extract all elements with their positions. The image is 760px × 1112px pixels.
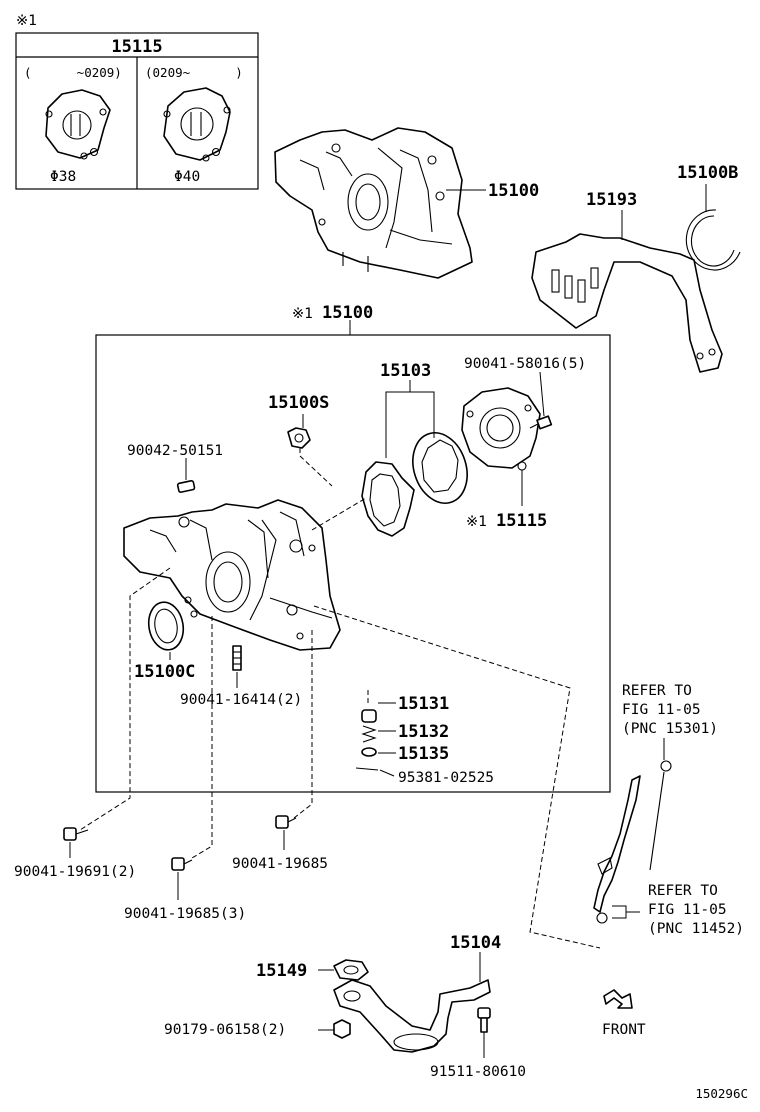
refer-1-line1: REFER TO xyxy=(622,683,692,699)
label-15100S: 15100S xyxy=(268,393,329,413)
pin-95381-02525 xyxy=(355,767,379,771)
assembly-label-15100: 15100 xyxy=(322,303,373,323)
nut-90179-06158 xyxy=(333,1019,351,1039)
label-90041-58016: 90041-58016(5) xyxy=(464,356,586,372)
pin-90042-50151 xyxy=(176,479,196,493)
label-15100C: 15100C xyxy=(134,662,195,682)
pump-cover-plate-small xyxy=(45,89,111,160)
figure-id: 150296C xyxy=(695,1086,748,1101)
oil-seal-15100C xyxy=(147,601,185,651)
label-15103: 15103 xyxy=(380,361,431,381)
pump-cover-15115 xyxy=(461,387,541,471)
refer-note-11452: REFER TO FIG 11-05 (PNC 11452) xyxy=(648,883,744,937)
bolt-90041-19685 xyxy=(275,815,297,829)
refer-2-line3: (PNC 11452) xyxy=(648,921,744,937)
label-15193: 15193 xyxy=(586,190,637,210)
inset-15115-variants: ※1 15115 ( ~0209) (0209~ ) Φ38 xyxy=(15,13,259,190)
relief-valve-15131 xyxy=(361,709,377,723)
bolt-90041-19685-3 xyxy=(171,857,193,871)
assembly-frame xyxy=(95,334,611,793)
dipstick-guide xyxy=(593,775,641,924)
oil-strainer-15104 xyxy=(333,979,491,1053)
dipstick xyxy=(649,760,672,871)
inset-title: 15115 xyxy=(111,37,162,57)
label-90041-16414: 90041-16414(2) xyxy=(180,692,302,708)
gasket-15149 xyxy=(333,959,369,981)
refer-1-line2: FIG 11-05 xyxy=(622,702,701,718)
bolt-90041-19691 xyxy=(63,827,89,841)
pump-cover-plate-large xyxy=(163,87,231,162)
stud-90041-16414 xyxy=(232,645,242,671)
label-90041-19691: 90041-19691(2) xyxy=(14,864,136,880)
front-arrow-icon xyxy=(603,989,633,1009)
retainer-15135 xyxy=(361,747,377,757)
assembly-note-mark: ※1 xyxy=(292,306,313,322)
oil-pump-assembly-top xyxy=(274,127,473,279)
label-90041-19685-3: 90041-19685(3) xyxy=(124,906,246,922)
label-90041-19685: 90041-19685 xyxy=(232,856,328,872)
spring-15132 xyxy=(361,725,377,743)
label-15115-mark: ※1 xyxy=(466,514,487,530)
rotor-set-15103 xyxy=(361,432,468,537)
label-15131: 15131 xyxy=(398,694,449,714)
label-15104: 15104 xyxy=(450,933,501,953)
refer-2-line2: FIG 11-05 xyxy=(648,902,727,918)
inset-right-size: Φ40 xyxy=(174,169,200,185)
label-91511-80610: 91511-80610 xyxy=(430,1064,526,1080)
label-15132: 15132 xyxy=(398,722,449,742)
bolt-91511-80610 xyxy=(477,1007,491,1033)
bolt-90041-58016 xyxy=(529,415,553,430)
label-15100-top: 15100 xyxy=(488,181,539,201)
inset-left-range: ( ~0209) xyxy=(24,65,122,80)
label-15135: 15135 xyxy=(398,744,449,764)
label-95381-02525: 95381-02525 xyxy=(398,770,494,786)
snap-ring-15100B xyxy=(685,209,741,271)
inset-right-range: (0209~ ) xyxy=(145,65,243,80)
label-15100B: 15100B xyxy=(677,163,738,183)
baffle-plate-15193 xyxy=(531,233,723,373)
inset-left-size: Φ38 xyxy=(50,169,76,185)
label-90179-06158: 90179-06158(2) xyxy=(164,1022,286,1038)
plug-15100S xyxy=(287,427,311,449)
label-15115: 15115 xyxy=(496,511,547,531)
label-90042-50151: 90042-50151 xyxy=(127,443,223,459)
refer-2-line1: REFER TO xyxy=(648,883,718,899)
oil-pump-body xyxy=(123,499,341,651)
refer-1-line3: (PNC 15301) xyxy=(622,721,718,737)
label-front: FRONT xyxy=(602,1022,646,1038)
refer-note-15301: REFER TO FIG 11-05 (PNC 15301) xyxy=(622,683,718,737)
inset-note-mark: ※1 xyxy=(16,13,37,29)
label-15149: 15149 xyxy=(256,961,307,981)
